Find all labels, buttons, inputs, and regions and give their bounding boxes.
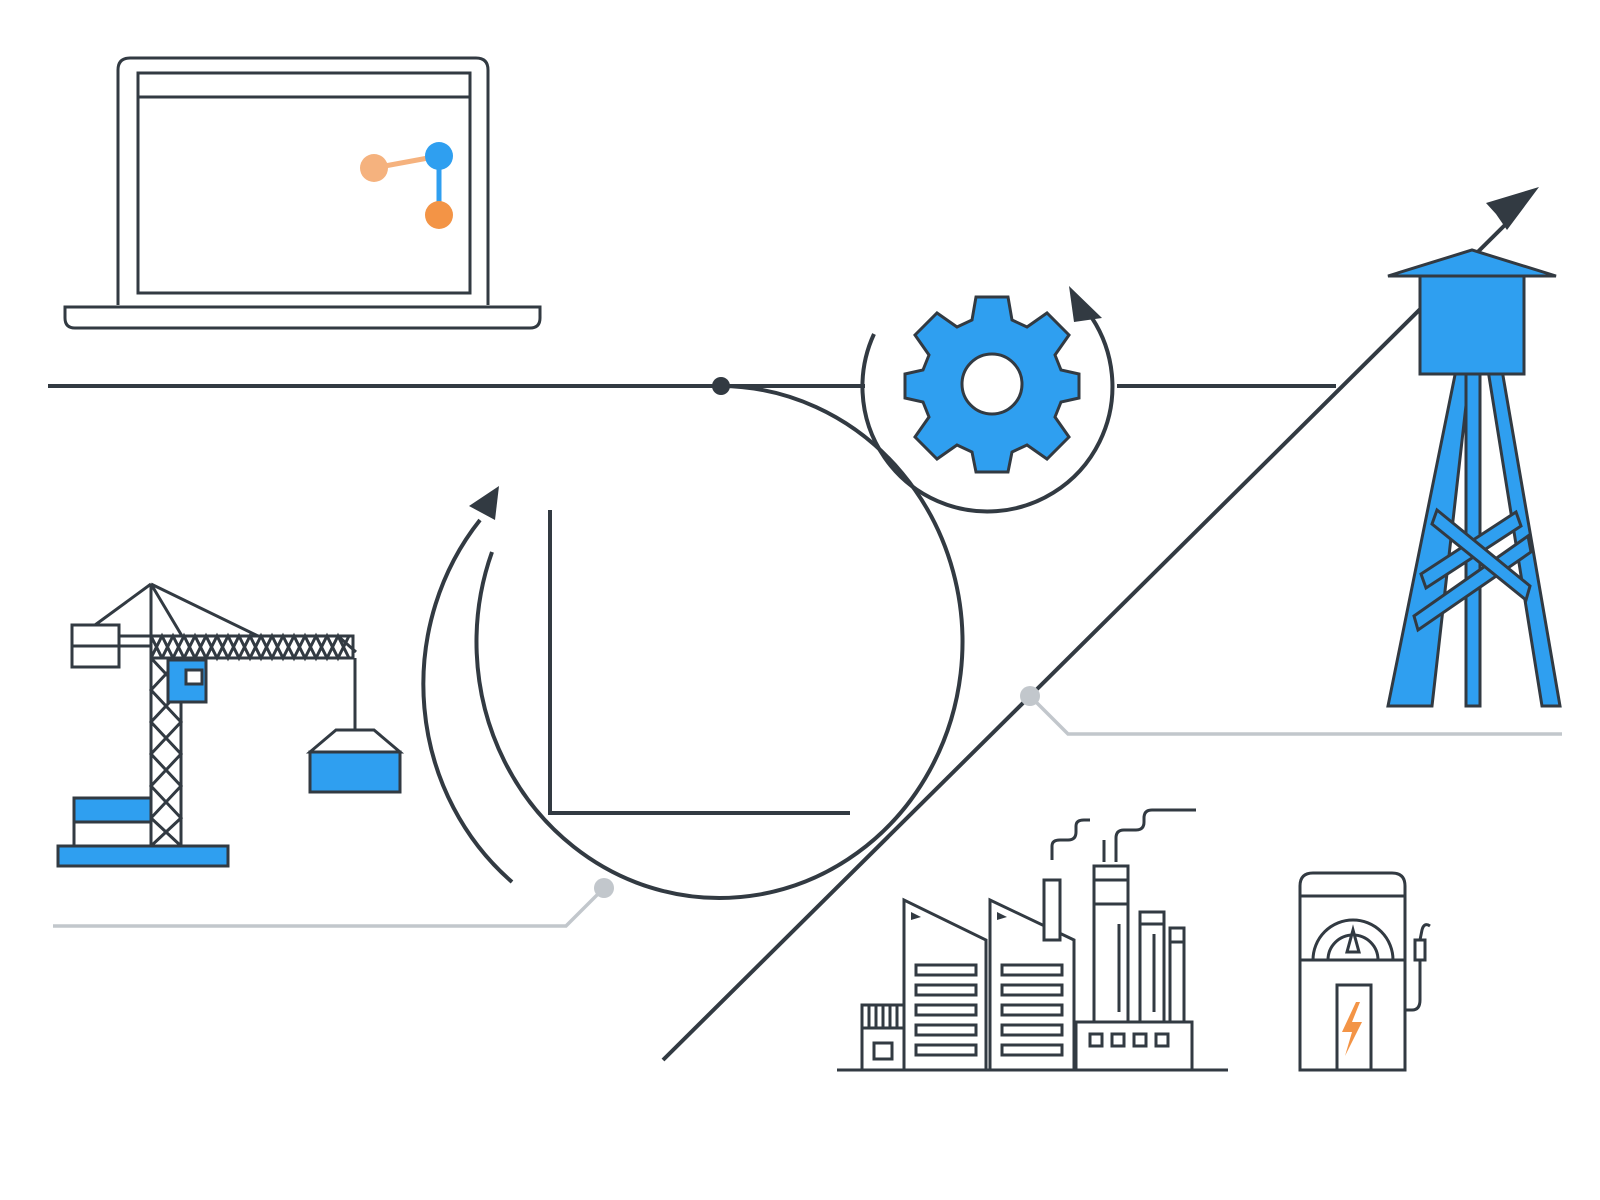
ev-charging-station-icon bbox=[1298, 871, 1431, 1072]
gear-icon bbox=[903, 295, 1081, 474]
main-axis-line bbox=[48, 377, 1336, 395]
leader-line-left bbox=[53, 878, 614, 928]
axes-icon bbox=[548, 510, 850, 815]
factory-icon bbox=[837, 808, 1228, 1072]
cycle-circle bbox=[421, 384, 965, 900]
laptop-icon bbox=[63, 56, 542, 330]
cycle-arrow-icon bbox=[469, 486, 499, 520]
lightning-bolt-icon bbox=[1342, 1002, 1362, 1056]
rotate-arrow-icon bbox=[860, 286, 1115, 514]
construction-crane-icon bbox=[56, 582, 405, 868]
node-graph-icon bbox=[360, 142, 453, 229]
trend-line bbox=[661, 187, 1539, 1062]
water-tower-icon bbox=[1386, 248, 1562, 708]
leader-line-right bbox=[1020, 686, 1562, 736]
